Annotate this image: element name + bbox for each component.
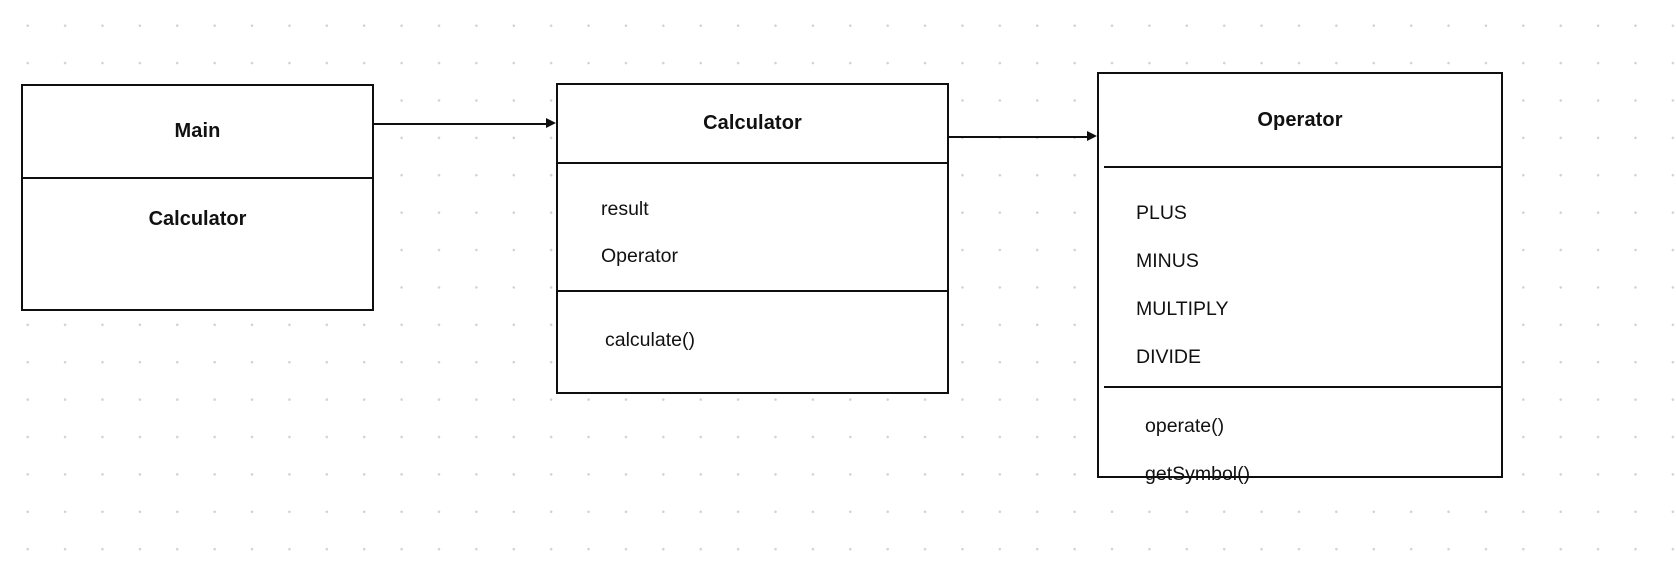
uml-class-operator-title: Operator <box>1257 109 1343 131</box>
uml-divider <box>1104 386 1501 388</box>
uml-class-calculator-operations: calculate() <box>558 289 947 392</box>
uml-class-calculator-title: Calculator <box>703 112 802 135</box>
uml-member: PLUS <box>1136 202 1187 224</box>
uml-class-operator-header: Operator <box>1099 74 1501 167</box>
uml-class-operator[interactable]: Operator PLUS MINUS MULTIPLY DIVIDE oper… <box>1097 72 1503 485</box>
uml-member: MINUS <box>1136 250 1199 272</box>
connector-main-to-calculator[interactable] <box>374 114 558 132</box>
connector-calculator-to-operator[interactable] <box>949 127 1099 145</box>
arrowhead-icon <box>1087 131 1097 141</box>
uml-class-calculator[interactable]: Calculator result Operator calculate() <box>556 83 949 394</box>
uml-divider <box>1104 166 1501 168</box>
uml-member: DIVIDE <box>1136 346 1202 368</box>
uml-class-operator-operations: operate() getSymbol() <box>1099 388 1501 485</box>
arrowhead-icon <box>546 118 556 128</box>
uml-class-calculator-attributes: result Operator <box>558 162 947 289</box>
uml-member: Calculator <box>148 208 247 230</box>
connector-line <box>949 136 1091 138</box>
uml-class-main-header: Main <box>23 86 372 177</box>
connector-line <box>374 123 550 125</box>
uml-class-operator-constants: PLUS MINUS MULTIPLY DIVIDE <box>1099 167 1501 388</box>
uml-member: calculate() <box>605 328 695 351</box>
uml-class-calculator-header: Calculator <box>558 85 947 162</box>
uml-member: Operator <box>601 245 678 268</box>
uml-member: MULTIPLY <box>1136 298 1229 320</box>
uml-member: operate() <box>1145 415 1225 437</box>
uml-class-main-title: Main <box>174 120 221 142</box>
uml-class-main[interactable]: Main Calculator <box>21 84 374 311</box>
uml-class-main-attributes: Calculator <box>23 177 372 309</box>
uml-member: result <box>601 198 649 221</box>
uml-member: getSymbol() <box>1145 463 1251 485</box>
